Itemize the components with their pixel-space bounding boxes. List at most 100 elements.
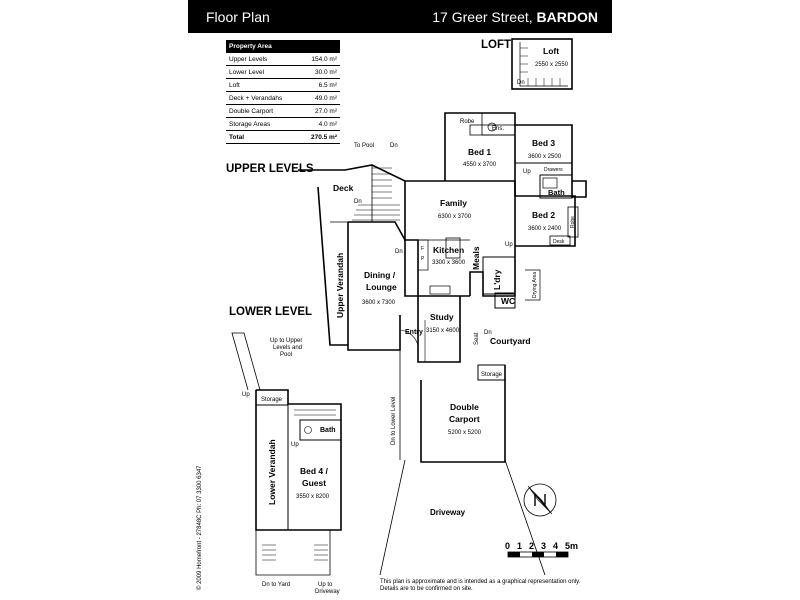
lower-toilet — [304, 426, 312, 434]
label-up-2: Up — [523, 169, 531, 175]
room-bed1: Bed 1 — [468, 147, 491, 157]
lower-level-heading: LOWER LEVEL — [229, 306, 312, 318]
lower-yard-stair — [255, 530, 331, 576]
ensuite — [481, 112, 516, 136]
lower-bath — [299, 419, 342, 441]
area-total-label: Total — [226, 130, 301, 144]
drying-area — [525, 269, 541, 301]
area-label: Upper Levels — [226, 53, 301, 66]
room-bed4-dim: 3550 x 8200 — [296, 494, 330, 500]
label-lower-storage: Storage — [261, 397, 283, 403]
label-to-pool: To Pool — [354, 143, 374, 149]
header-bar: Floor Plan 17 Greer Street, BARDON — [188, 0, 612, 33]
label-up-4: Up — [291, 442, 299, 448]
loft-outline — [511, 38, 573, 90]
room-family-dim: 6300 x 3700 — [438, 214, 472, 220]
label-robe: Robe — [460, 119, 475, 125]
room-bed3: Bed 3 — [532, 138, 555, 148]
lower-stair-to-pool — [231, 332, 261, 391]
room-study-dim: 3150 x 4600 — [426, 328, 460, 334]
label-upper-verandah: Upper Verandah — [335, 253, 345, 318]
label-dn-2: Dn — [354, 199, 362, 205]
area-label: Double Carport — [226, 104, 301, 118]
dining-north — [348, 221, 418, 297]
disclaimer-line-2: Details are to be confirmed on site. — [380, 586, 473, 592]
room-kitchen-dim: 3300 x 3600 — [432, 260, 466, 266]
label-seat: Seat — [474, 332, 480, 345]
label-dn-to-yard: Dn to Yard — [262, 582, 290, 588]
room-loft: Loft — [543, 46, 559, 56]
label-pantry: P — [421, 256, 425, 262]
room-dining-1: Dining / — [364, 270, 396, 280]
room-dining-2: Lounge — [366, 282, 397, 292]
scale-seg — [508, 552, 520, 557]
page-title: Floor Plan — [206, 9, 270, 25]
study-outline — [417, 296, 461, 363]
label-storage: Storage — [481, 372, 503, 378]
disclaimer-line-1: This plan is approximate and is intended… — [380, 579, 581, 585]
scale-tick: 0 — [505, 541, 510, 551]
scale-tick: 3 — [541, 541, 546, 551]
room-bed2: Bed 2 — [532, 210, 555, 220]
label-ensuite: Ens. — [492, 126, 504, 132]
bath-tub — [542, 177, 558, 189]
label-up-to: Up to — [318, 582, 333, 588]
copyright: © 2009 Homefront - 27848C Ph: 07 3300 63… — [197, 465, 203, 590]
upper-levels-heading: UPPER LEVELS — [226, 163, 314, 175]
label-bath: Bath — [548, 188, 565, 197]
room-bed1-dim: 4550 x 3700 — [463, 162, 497, 168]
carport-outline — [420, 365, 506, 463]
label-deck: Deck — [333, 183, 354, 193]
label-pool: Pool — [280, 352, 292, 358]
bed2-robe — [567, 206, 579, 238]
scale-tick: 5m — [565, 541, 578, 551]
loft-heading: LOFT — [481, 39, 511, 51]
area-value: 27.0 m² — [300, 104, 340, 118]
label-up-3: Up — [242, 392, 250, 398]
label-desk: Desk — [553, 239, 565, 245]
family-outline — [405, 180, 516, 297]
area-label: Loft — [226, 78, 301, 92]
area-value: 154.0 m² — [300, 53, 340, 66]
area-value: 6.5 m² — [300, 78, 340, 92]
label-lower-verandah: Lower Verandah — [267, 439, 277, 505]
label-drawers: Drawers — [544, 167, 563, 173]
area-label: Lower Level — [226, 65, 301, 79]
area-value: 49.0 m² — [300, 91, 340, 105]
deck-stairs — [352, 167, 400, 221]
area-total-value: 270.5 m² — [300, 130, 340, 144]
area-label: Deck + Verandahs — [226, 91, 301, 105]
scale-seg — [532, 552, 544, 557]
room-bed4-2: Guest — [302, 478, 326, 488]
area-value: 30.0 m² — [300, 65, 340, 79]
bedroom-wing-outline — [444, 112, 587, 198]
laundry — [482, 256, 516, 295]
area-value: 4.0 m² — [300, 117, 340, 131]
area-label: Storage Areas — [226, 117, 301, 131]
area-table-heading: Property Area — [226, 40, 340, 53]
bed2-desk — [549, 235, 571, 246]
room-family: Family — [440, 198, 467, 208]
label-laundry: L'dry — [492, 269, 502, 290]
carport-storage — [477, 364, 506, 381]
room-carport-dim: 5200 x 5200 — [448, 430, 482, 436]
suburb: BARDON — [536, 9, 598, 25]
kitchen-island — [445, 237, 461, 259]
loft-stair-treads — [520, 47, 561, 86]
scale-seg — [556, 552, 568, 557]
label-robe-2: Robe — [570, 216, 576, 228]
scale-tick: 1 — [517, 541, 522, 551]
wc — [494, 292, 516, 309]
label-up-1: Up — [505, 242, 513, 248]
driveway-edge-2 — [379, 459, 406, 576]
label-dn-lower-level: Dn to Lower Level — [391, 397, 397, 445]
room-study: Study — [430, 312, 454, 322]
lower-stair-treads — [262, 409, 336, 561]
label-courtyard: Courtyard — [490, 336, 531, 346]
bath-walls — [539, 174, 573, 199]
